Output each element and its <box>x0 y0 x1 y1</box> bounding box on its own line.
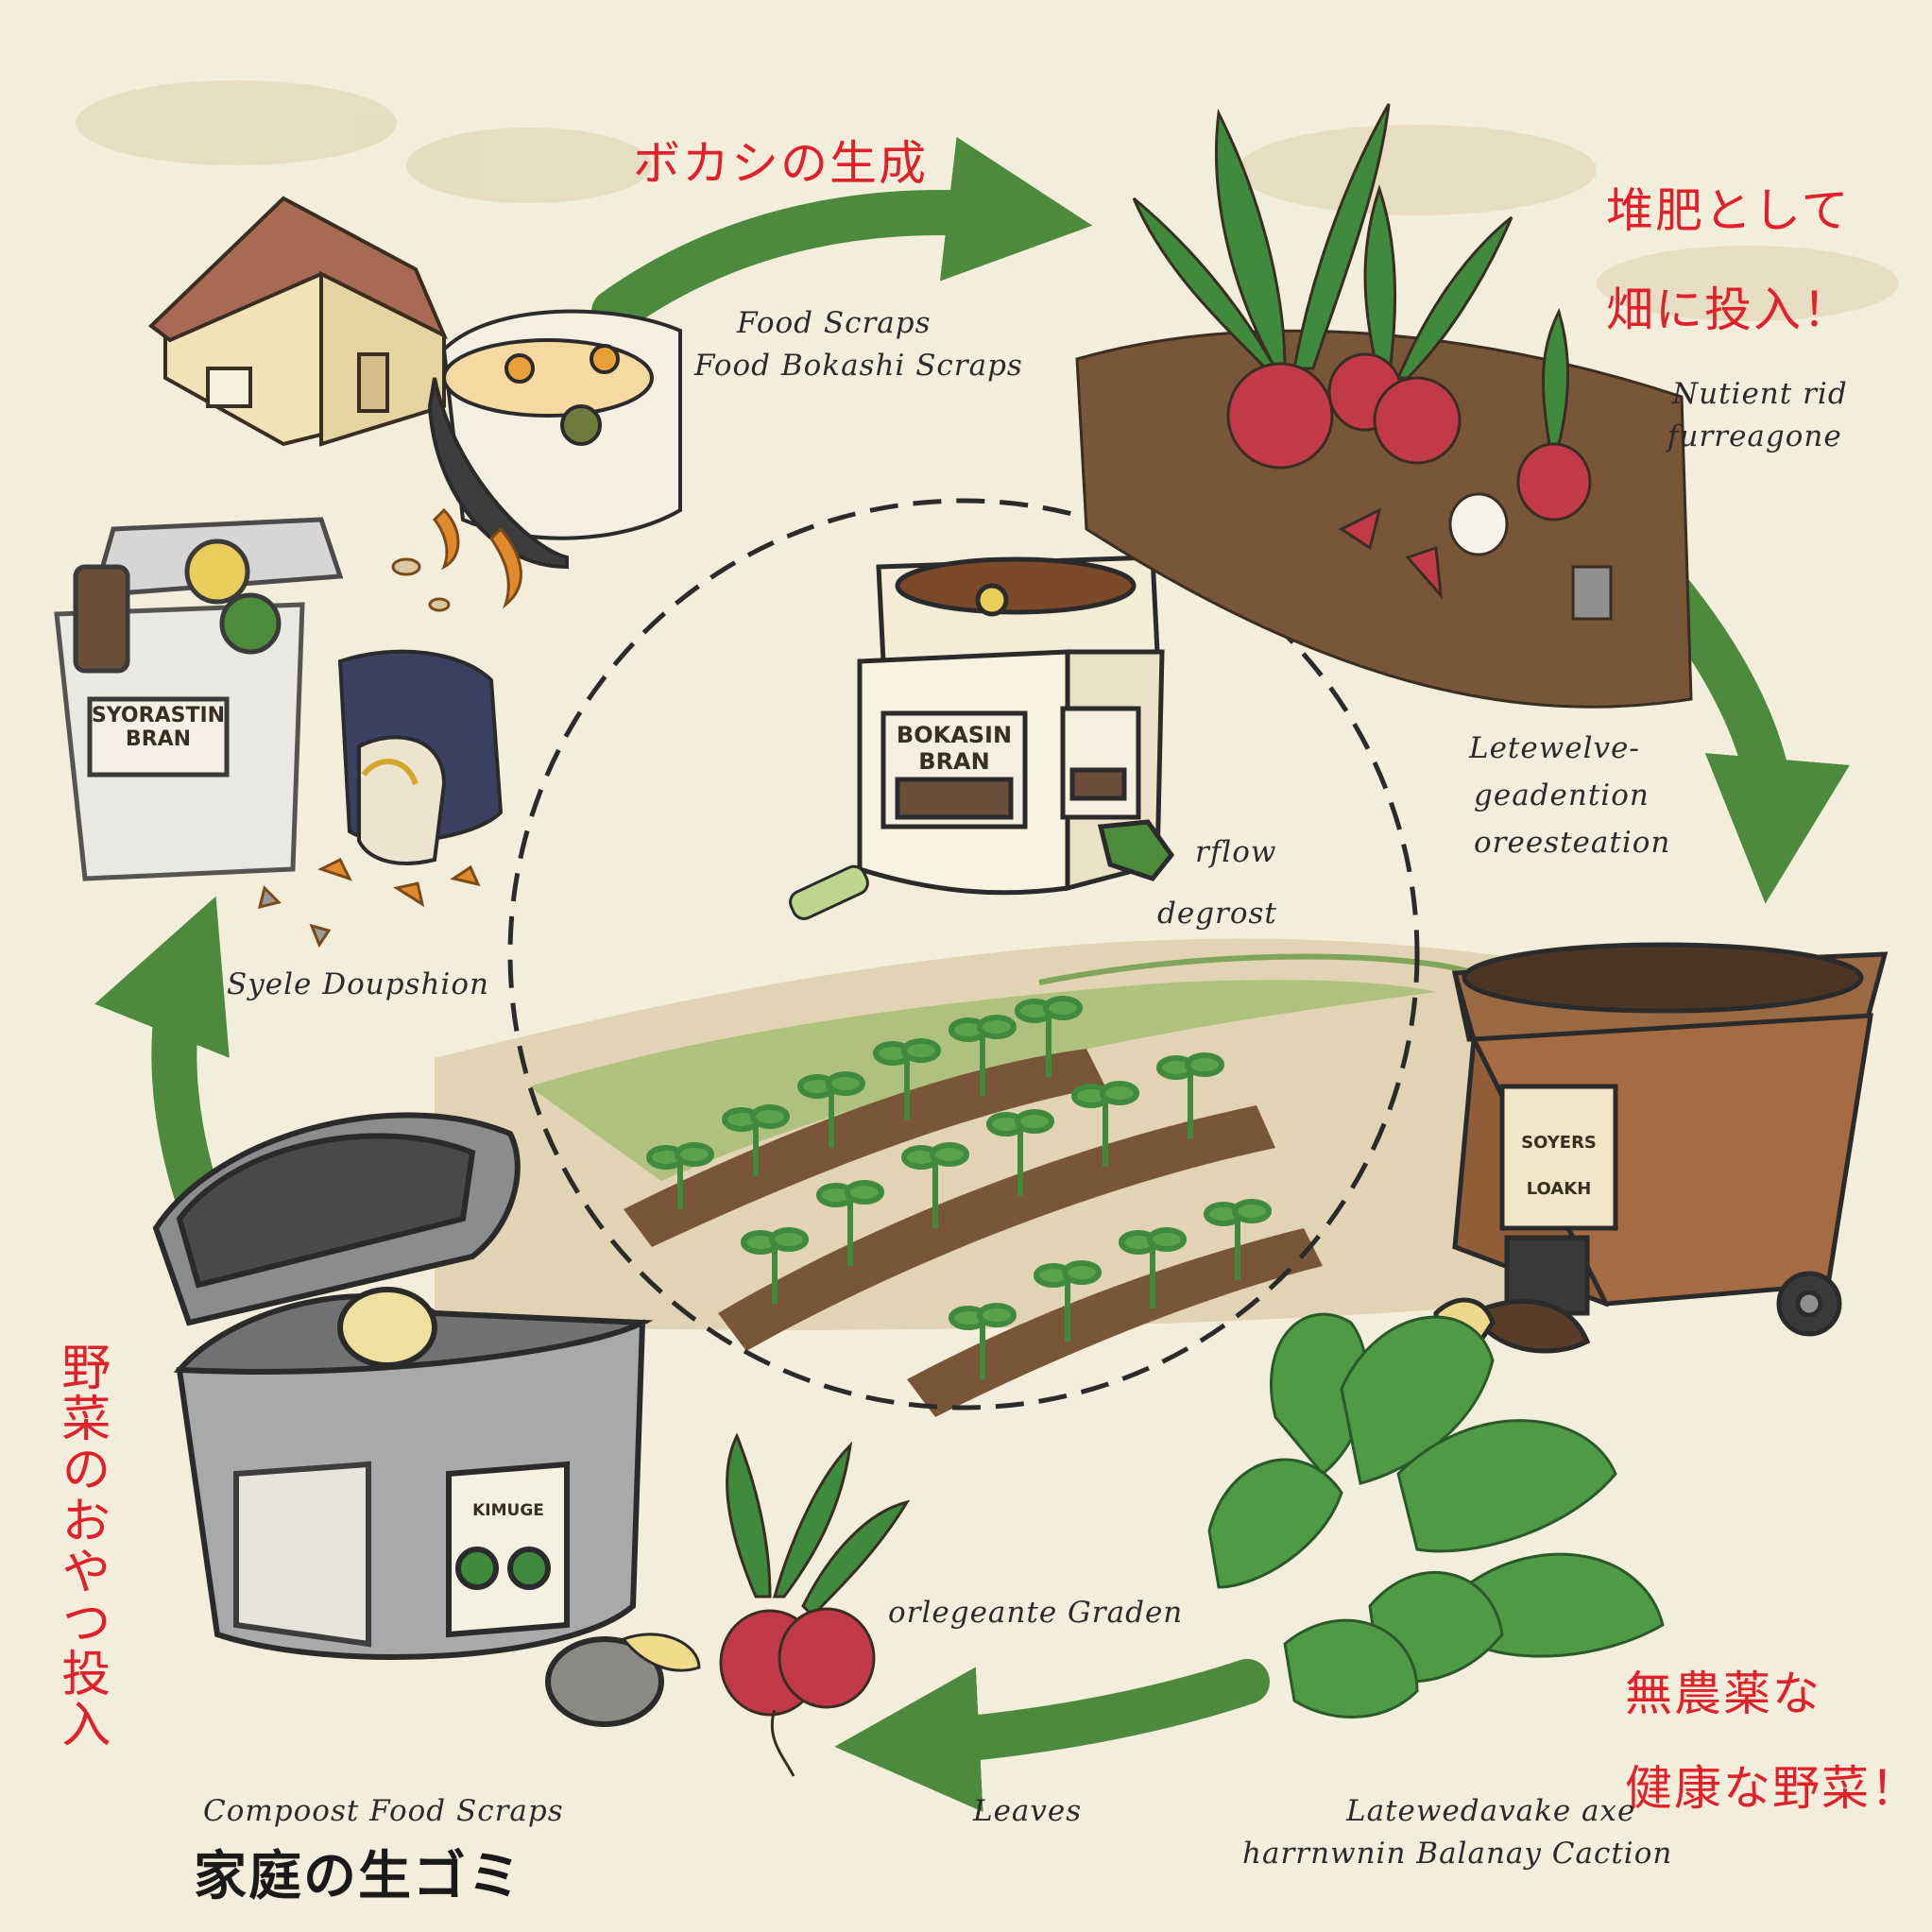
caption-compost-field-line2: 畑に投入！ <box>1606 282 1852 337</box>
radishes-top <box>1132 103 1613 621</box>
brown-compost-bin <box>1433 942 1889 1354</box>
clear-bin-label: SYORASTIN BRAN <box>90 704 227 752</box>
grey-kitchen-bin <box>152 1112 701 1727</box>
caption-compost-field-line1: 堆肥として <box>1606 183 1851 238</box>
label-compost-food-scraps: Compoost Food Scraps <box>203 1794 564 1828</box>
arrow-bottom <box>834 1659 1270 1812</box>
label-latewed-line1: Latewedavake axe <box>1346 1794 1636 1828</box>
falling-peels <box>391 507 522 612</box>
house <box>147 196 448 447</box>
leafy-greens <box>1207 1312 1665 1718</box>
grey-bin-label: KIMUGE <box>472 1501 544 1520</box>
brown-bin-label: SOYERS LOAKH <box>1502 1133 1616 1199</box>
label-leaves: Leaves <box>973 1794 1083 1828</box>
bokashi-jar-label-line2: BRAN <box>918 747 990 775</box>
garden-rows <box>624 1049 1323 1417</box>
kitchen-caddy <box>427 309 682 570</box>
label-syele-doupshion: Syele Doupshion <box>227 967 489 1001</box>
compost-bag <box>337 649 504 865</box>
bokashi-jar <box>857 555 1175 896</box>
background-clouds <box>76 80 1899 321</box>
label-orlegeante-graden: orlegeante Graden <box>888 1596 1184 1630</box>
label-letewelve-line3: oreesteation <box>1474 826 1671 860</box>
clear-sorting-bin <box>54 517 344 881</box>
label-food-scraps: Food Scraps <box>737 306 932 340</box>
radishes-bottom <box>719 1432 911 1777</box>
label-degrost: degrost <box>1157 897 1277 931</box>
bokashi-jar-label: BOKASIN BRAN <box>883 722 1025 775</box>
brown-bin-label-line2: LOAKH <box>1526 1178 1592 1199</box>
clear-bin-label-line1: SYORASTIN <box>91 704 226 727</box>
label-letewelve-line1: Letewelve- <box>1469 731 1640 765</box>
label-letewelve-line2: geadention <box>1474 778 1650 812</box>
arrow-left <box>94 896 230 1222</box>
scattered-scraps-left <box>257 857 481 949</box>
arrow-top <box>591 136 1093 334</box>
caption-household-waste: 家庭の生ゴミ <box>194 1846 522 1907</box>
caption-organic-line2: 健康な野菜！ <box>1625 1761 1920 1816</box>
caption-bokashi-production: ボカシの生成 <box>633 136 928 191</box>
label-nutrient-line2: furreagone <box>1667 419 1842 453</box>
label-nutrient-line1: Nutient rid <box>1672 377 1848 411</box>
label-food-bokashi-scraps: Food Bokashi Scraps <box>694 349 1023 383</box>
label-rflow: rflow <box>1195 835 1277 869</box>
caption-organic-line1: 無農薬な <box>1625 1667 1821 1721</box>
brown-bin-label-line1: SOYERS <box>1521 1133 1597 1153</box>
label-latewed-line2: harrnwnin Balanay Caction <box>1242 1837 1673 1871</box>
central-cycle-circle <box>507 498 1420 1411</box>
bokashi-jar-label-line1: BOKASIN <box>896 722 1013 748</box>
green-tube <box>789 864 869 920</box>
seedlings <box>646 996 1272 1379</box>
caption-vegetable-scraps: 野菜のおやつ投入 <box>52 1342 110 1750</box>
clear-bin-label-line2: BRAN <box>125 727 192 752</box>
